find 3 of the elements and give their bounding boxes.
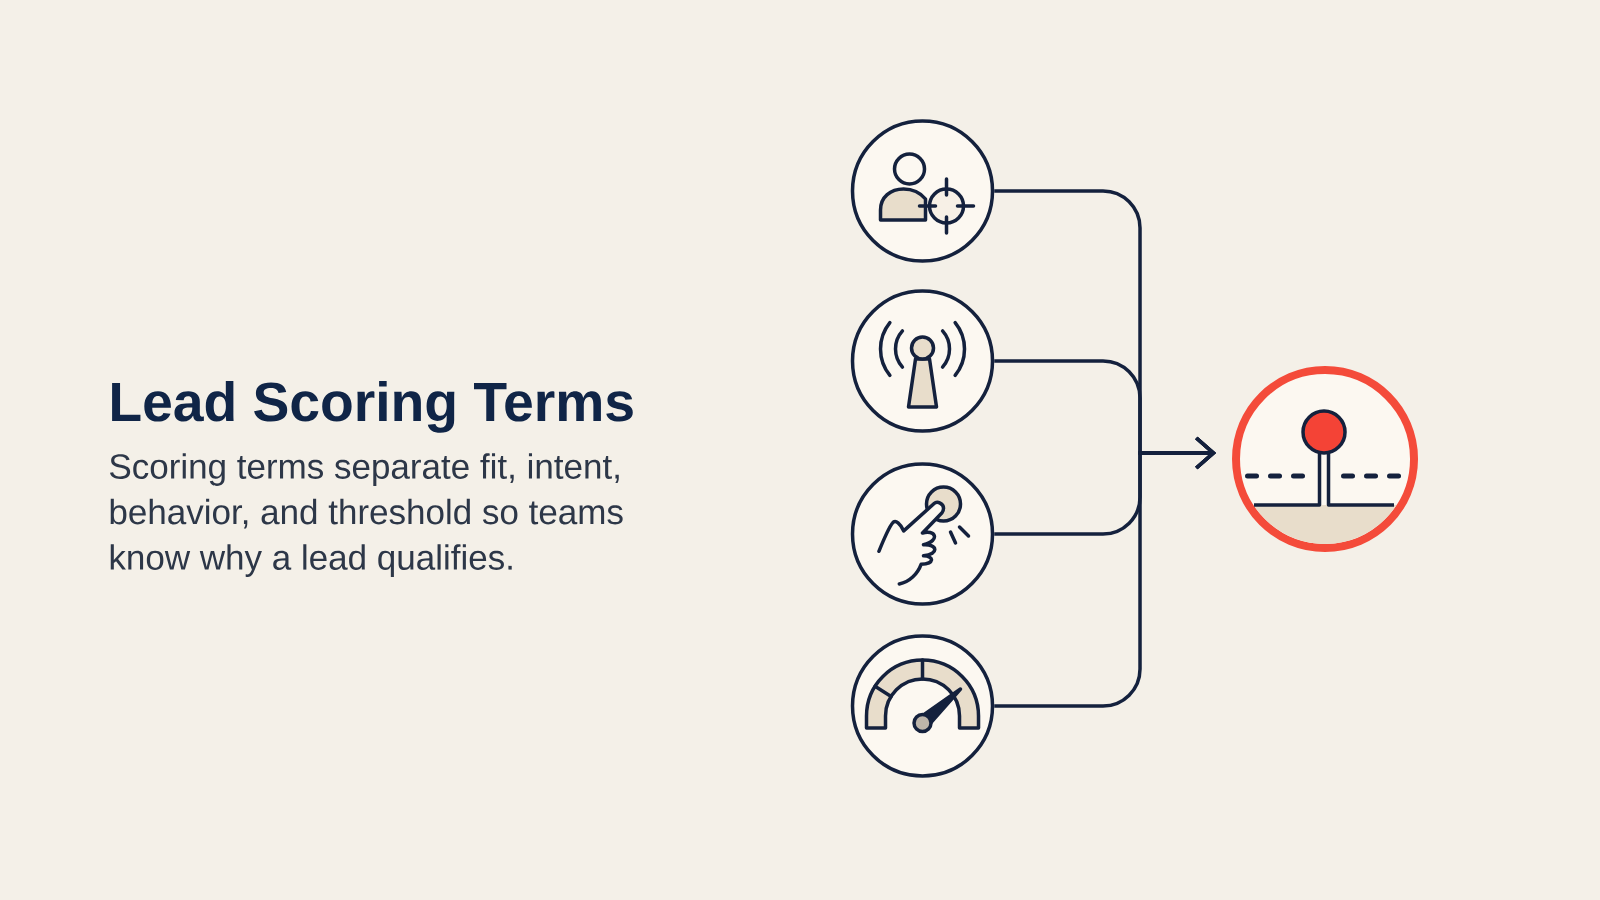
subtitle: Scoring terms separate fit, intent, behavior, and threshold so teams know why a lead qualifies. <box>110 453 623 577</box>
title: Lead Scoring Terms <box>112 381 633 433</box>
connector-arrow <box>994 436 1216 708</box>
